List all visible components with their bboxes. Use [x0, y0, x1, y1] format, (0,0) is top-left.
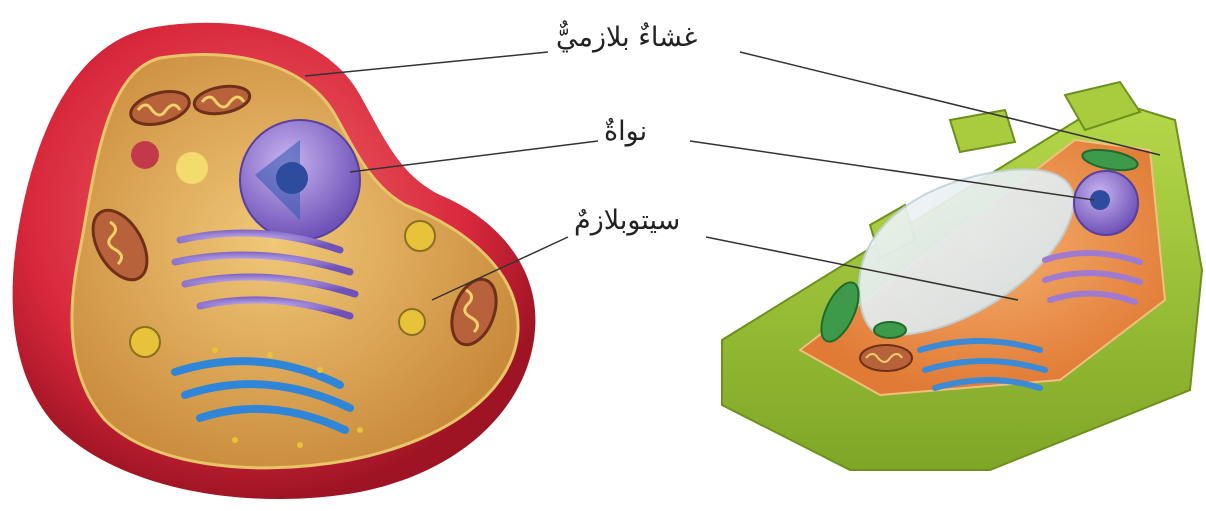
nucleolus: [276, 162, 308, 194]
animal-cell: [13, 23, 536, 499]
plant-mitochondrion: [860, 345, 912, 371]
plant-cell: [722, 82, 1202, 470]
cytoplasm-label: سيتوبلازمٌ: [574, 207, 680, 234]
membrane-leader-animal: [305, 52, 548, 76]
plasma-membrane-label: غشاءٌ بلازميٌّ: [556, 24, 697, 51]
nucleus-label: نواةٌ: [604, 118, 647, 145]
chloroplast: [874, 322, 906, 338]
